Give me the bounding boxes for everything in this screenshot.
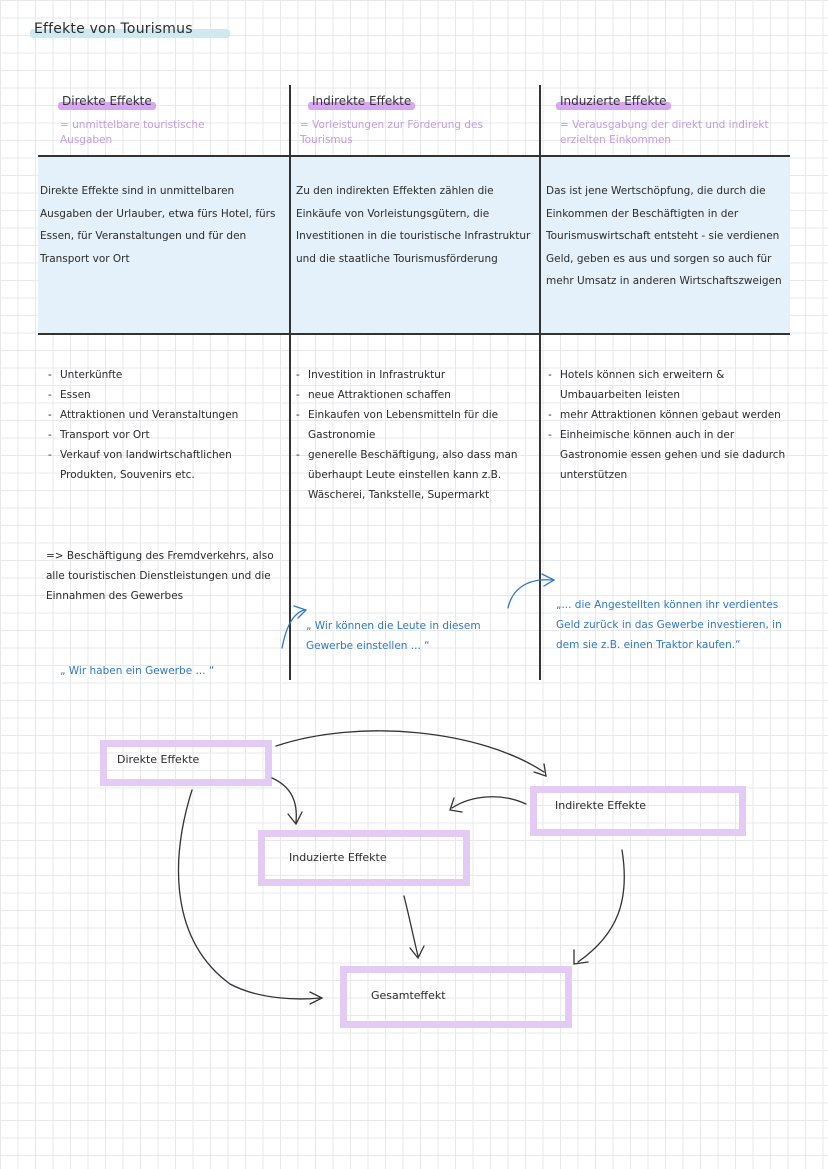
arrowhead: [287, 811, 303, 826]
arrowhead: [293, 605, 308, 619]
page-title: Effekte von Tourismus: [34, 21, 193, 37]
list-item: Attraktionen und Veranstaltungen: [46, 405, 284, 425]
quote-indirect: „ Wir können die Leute in diesem Gewerbe…: [306, 620, 481, 652]
arrow-indirect-to-induced: [451, 796, 527, 809]
table-mid-line: [38, 333, 790, 335]
diagram-box-induced: Induzierte Effekte: [258, 830, 470, 886]
list-item: Investition in Infrastruktur: [294, 365, 534, 385]
arrowhead: [541, 573, 556, 587]
arrowhead: [309, 991, 324, 1005]
column-divider-2: [539, 85, 541, 680]
list-item: Einkaufen von Lebensmitteln für die Gast…: [294, 405, 534, 445]
arrowhead: [533, 763, 547, 777]
arrow-direct-to-induced: [271, 777, 297, 823]
arrow-induced-to-total: [403, 895, 419, 957]
arrow-indirect-to-total: [577, 849, 625, 963]
arrow-direct-to-indirect: [275, 730, 545, 773]
list-item: neue Attraktionen schaffen: [294, 385, 534, 405]
list-indirect: Investition in Infrastruktur neue Attrak…: [294, 365, 534, 505]
quote-direct: „ Wir haben ein Gewerbe ... “: [60, 665, 215, 677]
heading-direct: Direkte Effekte: [58, 94, 156, 110]
diagram-box-direct: Direkte Effekte: [100, 740, 272, 786]
list-item: Verkauf von landwirtschaftlichen Produkt…: [46, 445, 284, 485]
arrowhead: [573, 949, 589, 965]
list-item: Transport vor Ort: [46, 425, 284, 445]
list-item: generelle Beschäftigung, also dass man ü…: [294, 445, 534, 505]
table-top-line: [38, 155, 790, 157]
subtitle-induced: = Verausgabung der direkt und indirekt e…: [560, 119, 769, 146]
definition-direct: Direkte Effekte sind in unmittelbaren Au…: [40, 185, 276, 265]
list-induced: Hotels können sich erweitern & Umbauarbe…: [546, 365, 790, 485]
blue-arrow-indirect-to-induced: [507, 579, 553, 609]
quote-induced: „... die Angestellten können ihr verdien…: [556, 599, 782, 651]
arrowhead: [449, 797, 463, 813]
conclusion-direct: => Beschäftigung des Fremdverkehrs, also…: [46, 550, 274, 602]
arrowhead: [409, 945, 425, 960]
heading-induced: Induzierte Effekte: [556, 94, 671, 110]
definition-indirect: Zu den indirekten Effekten zählen die Ei…: [296, 185, 531, 265]
list-item: Einheimische können auch in der Gastrono…: [546, 425, 790, 485]
title-highlight: [30, 29, 230, 38]
list-item: Hotels können sich erweitern & Umbauarbe…: [546, 365, 790, 405]
diagram-box-indirect: Indirekte Effekte: [530, 786, 746, 836]
list-item: mehr Attraktionen können gebaut werden: [546, 405, 790, 425]
blue-arrow-direct-to-indirect: [281, 609, 305, 649]
heading-indirect: Indirekte Effekte: [308, 94, 416, 110]
list-item: Unterkünfte: [46, 365, 284, 385]
subtitle-direct: = unmittelbare touristische Ausgaben: [60, 119, 205, 146]
definition-background: [38, 157, 790, 333]
subtitle-indirect: = Vorleistungen zur Förderung des Touris…: [300, 119, 483, 146]
definition-induced: Das ist jene Wertschöpfung, die durch di…: [546, 185, 782, 287]
diagram-box-total: Gesamteffekt: [340, 966, 572, 1028]
column-divider-1: [289, 85, 291, 680]
list-direct: Unterkünfte Essen Attraktionen und Veran…: [46, 365, 284, 485]
list-item: Essen: [46, 385, 284, 405]
arrow-direct-to-total: [177, 789, 321, 1000]
